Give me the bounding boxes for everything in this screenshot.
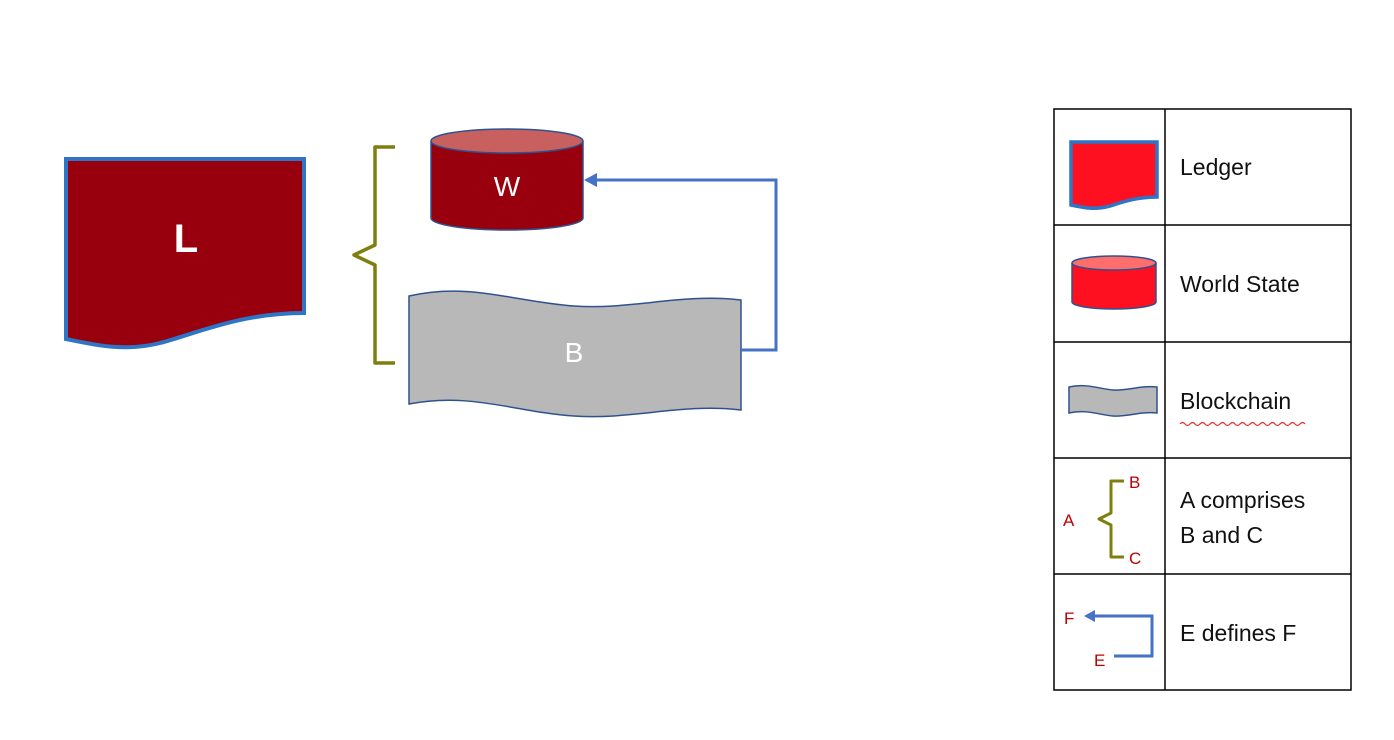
legend-row-defines: F E E defines F — [1064, 609, 1296, 670]
legend-label-ledger: Ledger — [1180, 154, 1252, 180]
blockchain-legend-icon — [1068, 384, 1158, 417]
legend-row-world-state: World State — [1071, 255, 1300, 310]
legend-label-world-state: World State — [1180, 271, 1300, 297]
defines-legend-arrow-icon — [1084, 610, 1154, 658]
blockchain-shape: B — [408, 290, 742, 418]
legend-label-comprises-line2: B and C — [1180, 522, 1263, 548]
legend-grid — [1053, 108, 1352, 691]
world-state-legend-icon — [1071, 255, 1157, 310]
legend-row-ledger: Ledger — [1069, 140, 1252, 210]
ledger-shape: L — [64, 157, 306, 350]
spellcheck-underline — [1179, 421, 1306, 427]
main-diagram: L W B — [64, 128, 778, 418]
ledger-label: L — [174, 217, 198, 261]
legend-label-defines: E defines F — [1180, 620, 1296, 646]
blockchain-label: B — [565, 337, 584, 368]
legend-brace-a: A — [1063, 511, 1075, 530]
defines-arrow — [584, 173, 778, 352]
legend-arrow-f: F — [1064, 609, 1074, 628]
legend-row-comprises: A B C A comprises B and C — [1063, 473, 1305, 568]
comprises-brace — [352, 145, 395, 365]
brace-legend-icon — [1097, 479, 1124, 559]
legend-row-blockchain: Blockchain — [1068, 384, 1306, 427]
legend-brace-c: C — [1129, 549, 1141, 568]
legend-label-blockchain: Blockchain — [1180, 388, 1291, 414]
ledger-legend-icon — [1069, 140, 1159, 210]
world-state-cylinder: W — [430, 128, 584, 231]
legend-brace-b: B — [1129, 473, 1140, 492]
legend-arrow-e: E — [1094, 651, 1105, 670]
legend-label-comprises-line1: A comprises — [1180, 487, 1305, 513]
world-state-label: W — [494, 171, 521, 202]
